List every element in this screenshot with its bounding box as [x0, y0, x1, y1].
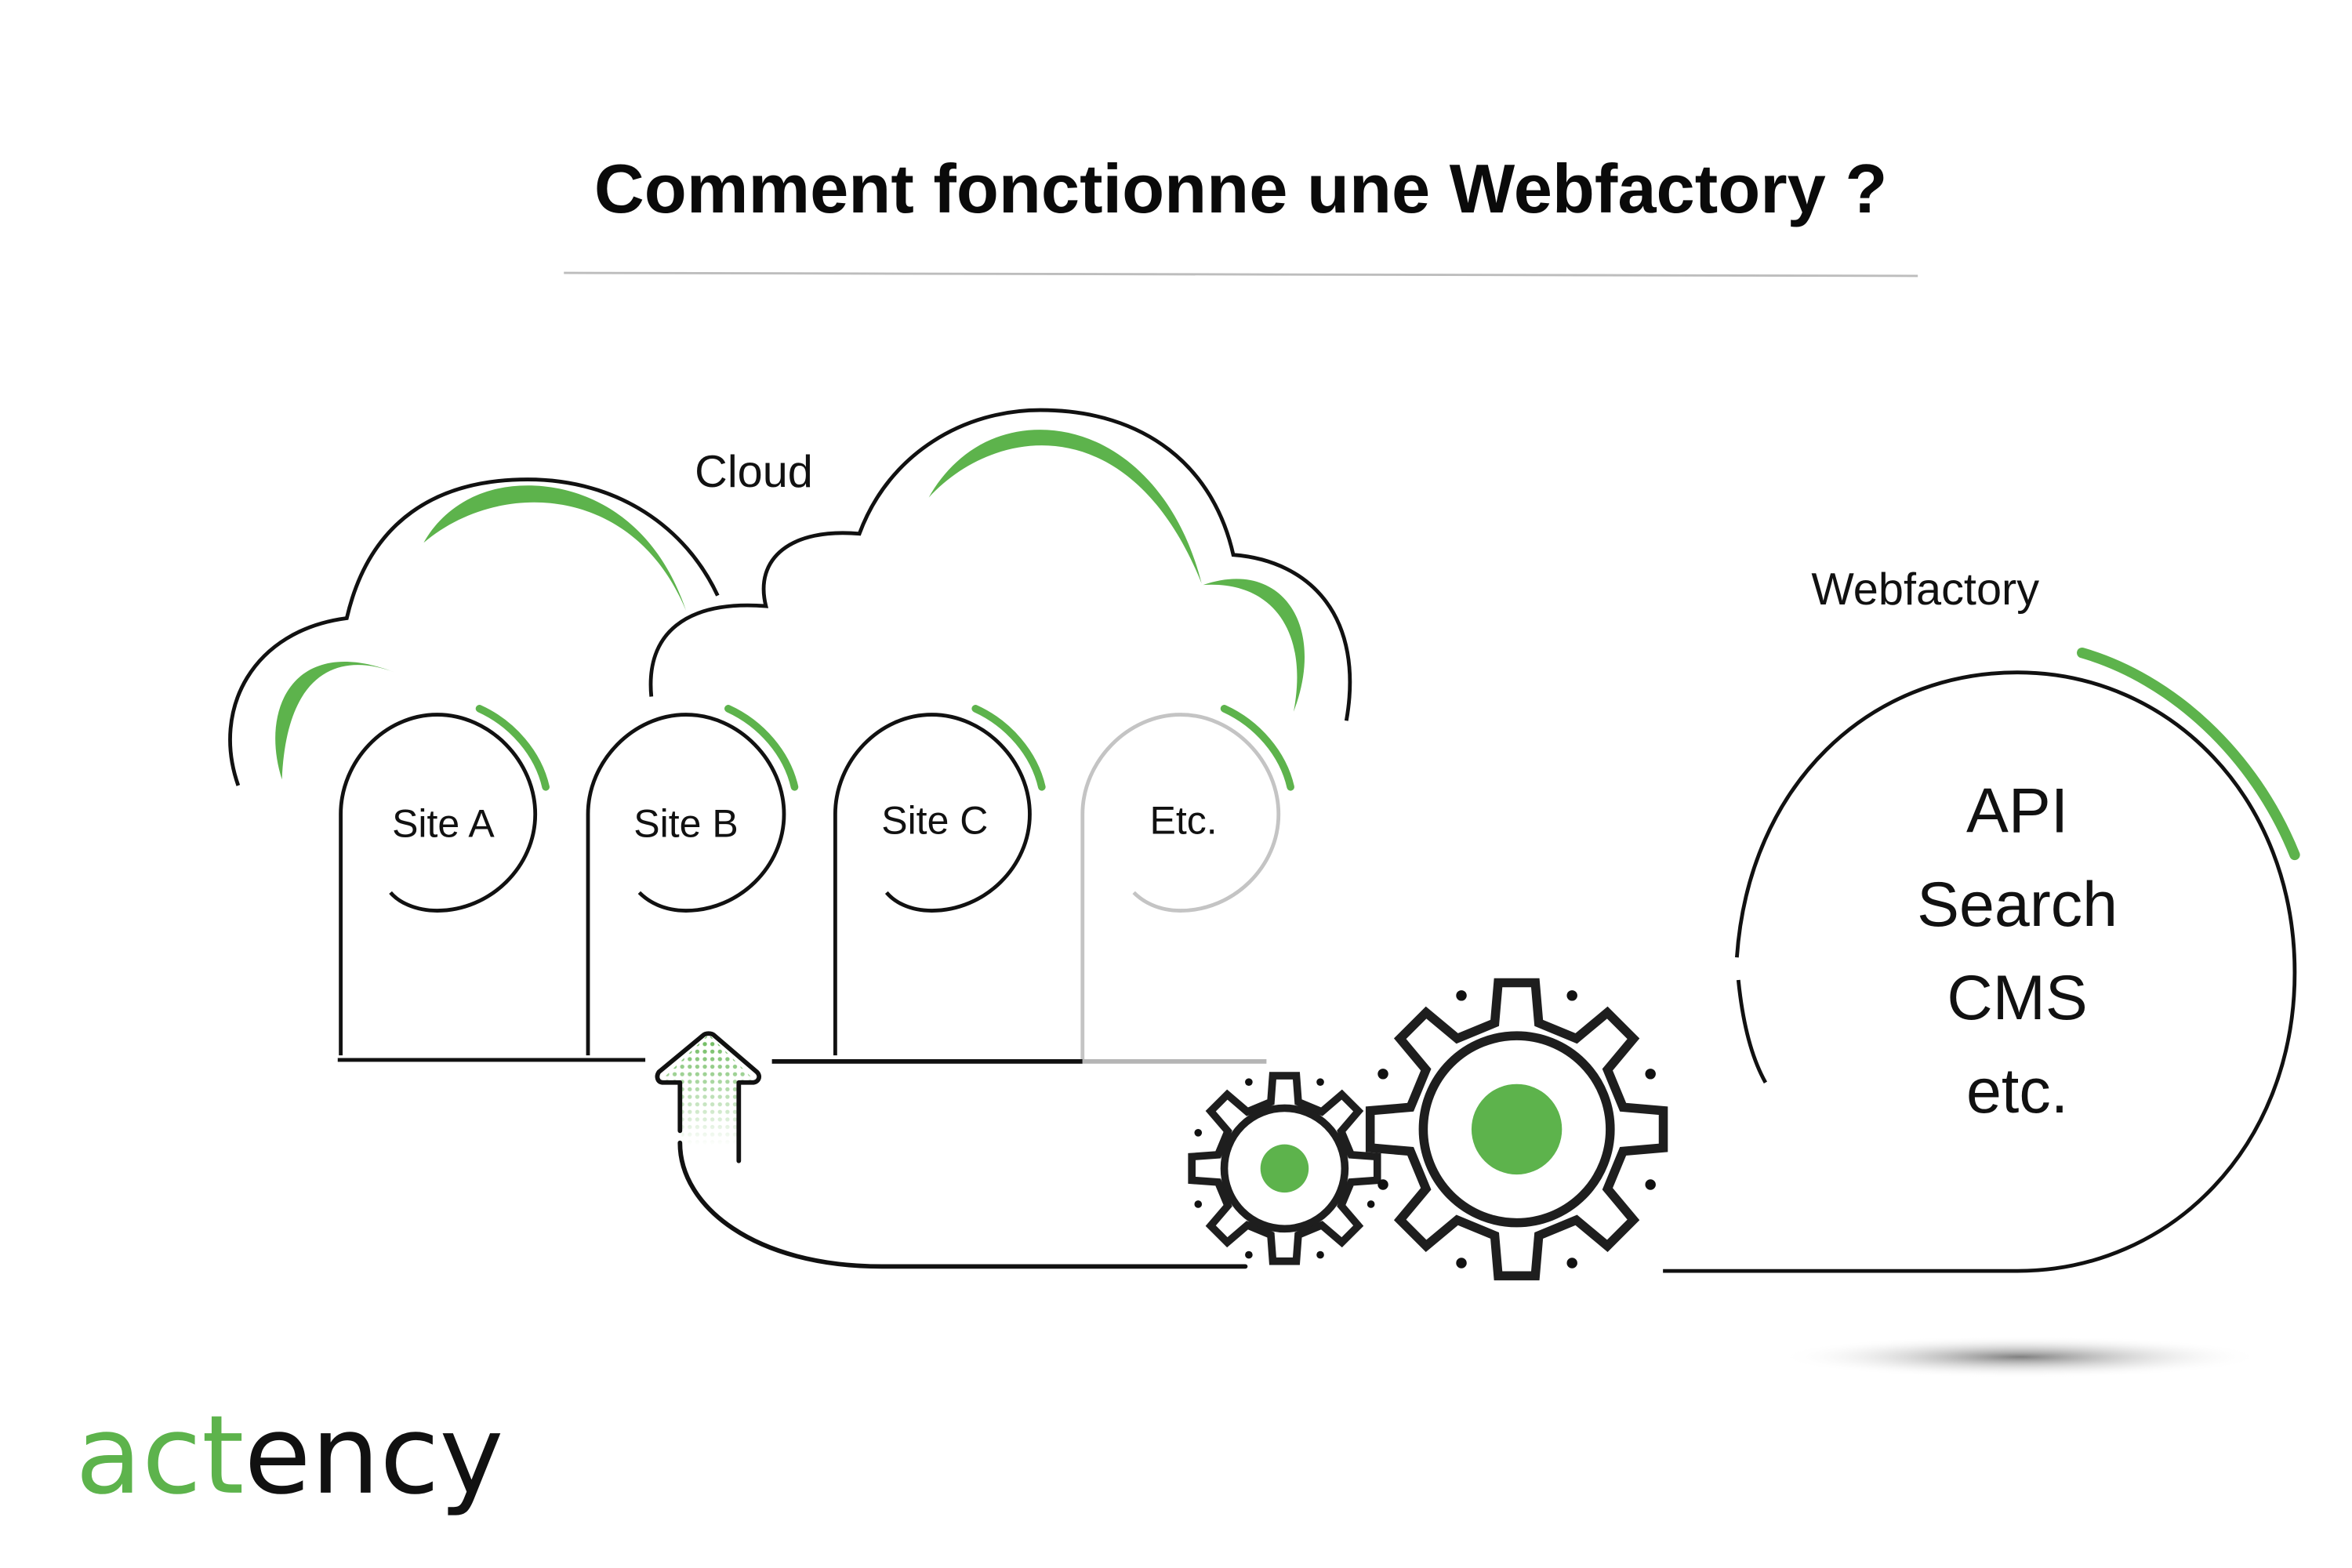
gear-dot — [1456, 1258, 1467, 1269]
actency-logo: actency — [75, 1392, 503, 1519]
webfactory-circle — [1663, 647, 2300, 1273]
gear-dot — [1316, 1250, 1324, 1259]
gear-hub — [1471, 1083, 1563, 1175]
gear-dot — [1377, 1069, 1388, 1080]
gear-dot — [1456, 990, 1467, 1001]
gear-dot — [1377, 1179, 1388, 1190]
site-c: Site C — [833, 705, 1046, 1056]
page-title: Comment fonctionne une Webfactory ? — [594, 150, 1888, 227]
title-divider — [564, 271, 1918, 278]
arrow-up-icon — [655, 1031, 762, 1163]
webfactory-item: API — [1966, 776, 2068, 847]
cloud-icon — [228, 408, 1352, 786]
logo-green-part: act — [75, 1392, 244, 1519]
gear-dot — [1645, 1069, 1656, 1080]
gear-small-icon — [1188, 1072, 1381, 1265]
webfactory-label: Webfactory — [1811, 564, 2039, 615]
webfactory-item: Search — [1917, 869, 2118, 940]
site-label: Etc. — [1150, 798, 1218, 842]
site-label: Site B — [633, 801, 738, 845]
site-etc: Etc. — [1080, 705, 1294, 1060]
gear-dot — [1245, 1250, 1253, 1259]
gear-dot — [1194, 1200, 1203, 1208]
site-label: Site C — [881, 798, 988, 842]
webfactory-item: etc. — [1966, 1056, 2068, 1127]
gear-dot — [1645, 1179, 1656, 1190]
gear-dot — [1245, 1078, 1253, 1086]
webfactory-item: CMS — [1947, 963, 2087, 1033]
drop-shadow — [1779, 1335, 2262, 1378]
logo-black-part: ency — [244, 1392, 503, 1519]
cloud-label: Cloud — [695, 447, 813, 497]
gear-dot — [1566, 1258, 1577, 1269]
gear-ring — [1418, 1031, 1615, 1228]
site-b: Site B — [586, 705, 799, 1056]
gear-body — [1188, 1072, 1381, 1265]
gear-dot — [1194, 1129, 1203, 1137]
site-label: Site A — [392, 801, 495, 845]
gear-dot — [1566, 990, 1577, 1001]
site-a: Site A — [339, 705, 550, 1056]
gear-hub — [1260, 1144, 1309, 1193]
gear-large-icon — [1365, 978, 1668, 1281]
gear-body — [1365, 978, 1668, 1281]
gear-ring — [1220, 1104, 1349, 1233]
gear-dot — [1367, 1200, 1375, 1208]
return-path — [677, 1140, 1248, 1269]
gear-dot — [1316, 1078, 1324, 1086]
